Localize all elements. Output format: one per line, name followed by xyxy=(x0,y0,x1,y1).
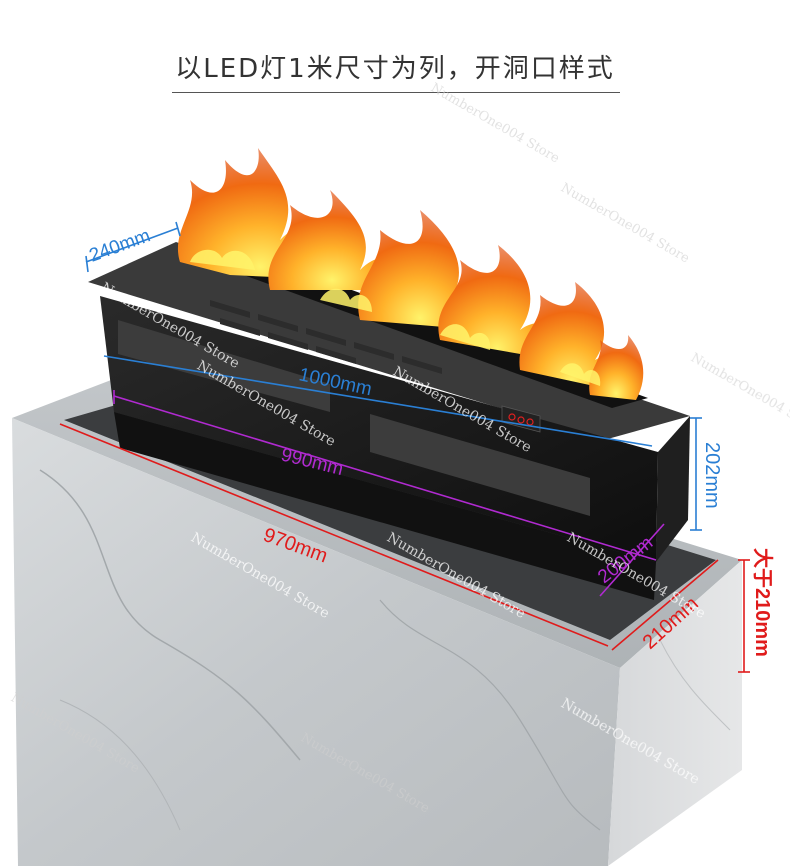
watermark: NumberOne004 Store xyxy=(428,80,562,166)
front-panel-lower xyxy=(114,412,656,600)
dimension-purple xyxy=(113,390,665,597)
page-title: 以LED灯1米尺寸为列，开洞口样式 xyxy=(175,54,615,84)
top-vent-slots xyxy=(210,300,442,374)
timer-button-icon xyxy=(526,418,534,426)
stone-side-face xyxy=(608,560,742,866)
flame-button-icon xyxy=(517,416,525,424)
end-plate xyxy=(656,416,690,562)
label-stone-height: 大于210mm xyxy=(751,548,774,657)
flame-core xyxy=(190,249,601,386)
dimension-red xyxy=(59,423,750,673)
flame-icon xyxy=(177,148,644,400)
stone-front-face xyxy=(12,418,620,866)
vent-grille-left xyxy=(118,320,330,412)
watermark: NumberOne004 Store xyxy=(688,350,790,436)
title-underline xyxy=(172,92,620,93)
power-button-icon xyxy=(508,413,516,421)
top-frame xyxy=(88,242,690,440)
watermark: NumberOne004 Store xyxy=(558,180,692,266)
label-height: 202mm xyxy=(701,442,723,509)
dimension-blue xyxy=(85,221,702,531)
vent-grille-right xyxy=(370,414,590,516)
